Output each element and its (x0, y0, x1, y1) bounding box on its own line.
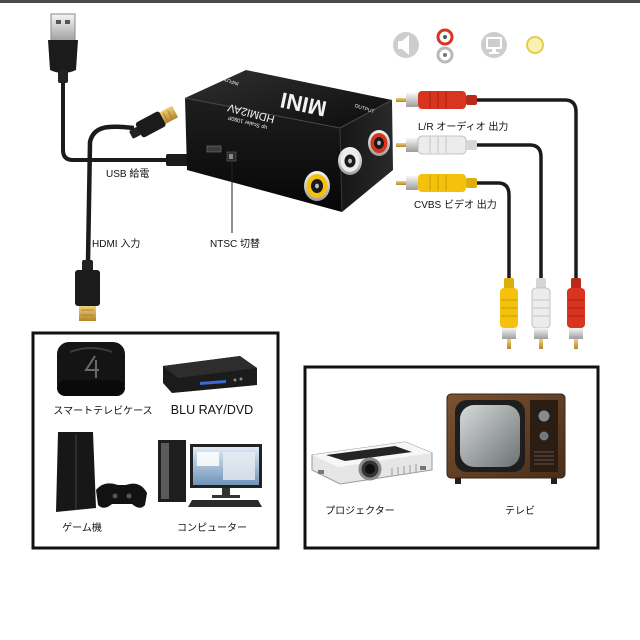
hdmi-plug-bottom (75, 260, 100, 321)
source-label-game-console: ゲーム機 (62, 521, 102, 534)
video-output-label: CVBS ビデオ 出力 (414, 198, 497, 211)
video-jack-yellow-icon (526, 36, 544, 54)
rca-plug-audio-right-end (567, 278, 585, 349)
video-legend (481, 32, 544, 58)
hdmi-plug-top (129, 105, 179, 139)
usb-a-plug (48, 13, 78, 83)
ntsc-switch-label: NTSC 切替 (210, 237, 260, 250)
audio-legend (393, 28, 454, 64)
device-input-mark: INPUT (224, 76, 240, 87)
rca-plug-audio-right (396, 91, 477, 109)
rca-plug-video-end (500, 278, 518, 349)
usb-cable (61, 82, 168, 162)
crt-tv-icon (446, 393, 566, 484)
usb-power-label: USB 給電 (106, 167, 149, 180)
top-border (0, 0, 640, 3)
hdmi-cable (85, 124, 135, 263)
hdmi-input-label: HDMI 入力 (92, 237, 140, 250)
speaker-icon (393, 32, 419, 58)
source-devices-panel: スマートテレビケース BLU RAY/DVD ゲーム機 (31, 331, 280, 550)
ntsc-pal-switch (226, 151, 237, 162)
projector-icon (311, 441, 433, 485)
audio-left-cable (476, 143, 543, 280)
video-cable (476, 181, 511, 280)
box-top-face (185, 70, 392, 128)
monitor-icon (481, 32, 507, 58)
rca-jack-audio-right (368, 130, 390, 156)
rca-jack-audio-left (338, 147, 362, 175)
rca-jack-video (304, 171, 330, 201)
display-devices-panel: プロジェクター テレビ (303, 365, 600, 550)
source-label-tv-box: スマートテレビケース (53, 405, 152, 417)
rca-plug-audio-left-end (531, 278, 551, 349)
display-label-tv: テレビ (505, 505, 535, 517)
box-side-face (340, 100, 393, 212)
source-label-bluray: BLU RAY/DVD (171, 403, 253, 417)
source-label-computer: コンピューター (177, 522, 247, 534)
bluray-player-icon (163, 356, 257, 393)
display-label-projector: プロジェクター (325, 505, 395, 517)
audio-jack-red-icon (436, 28, 454, 46)
game-console-icon (56, 432, 147, 512)
converter-box: MINI HDMI2AV up Scaler 1080P INPUT OUTPU… (184, 70, 393, 213)
tv-box-icon (57, 342, 125, 396)
rca-plug-video (396, 174, 477, 192)
audio-right-cable (476, 98, 578, 280)
audio-output-label: L/R オーディオ 出力 (418, 120, 508, 133)
usb-port (206, 145, 222, 153)
box-front-face (185, 98, 342, 212)
computer-icon (158, 440, 262, 507)
rca-plug-audio-left (396, 135, 477, 155)
audio-jack-white-icon (436, 46, 454, 64)
